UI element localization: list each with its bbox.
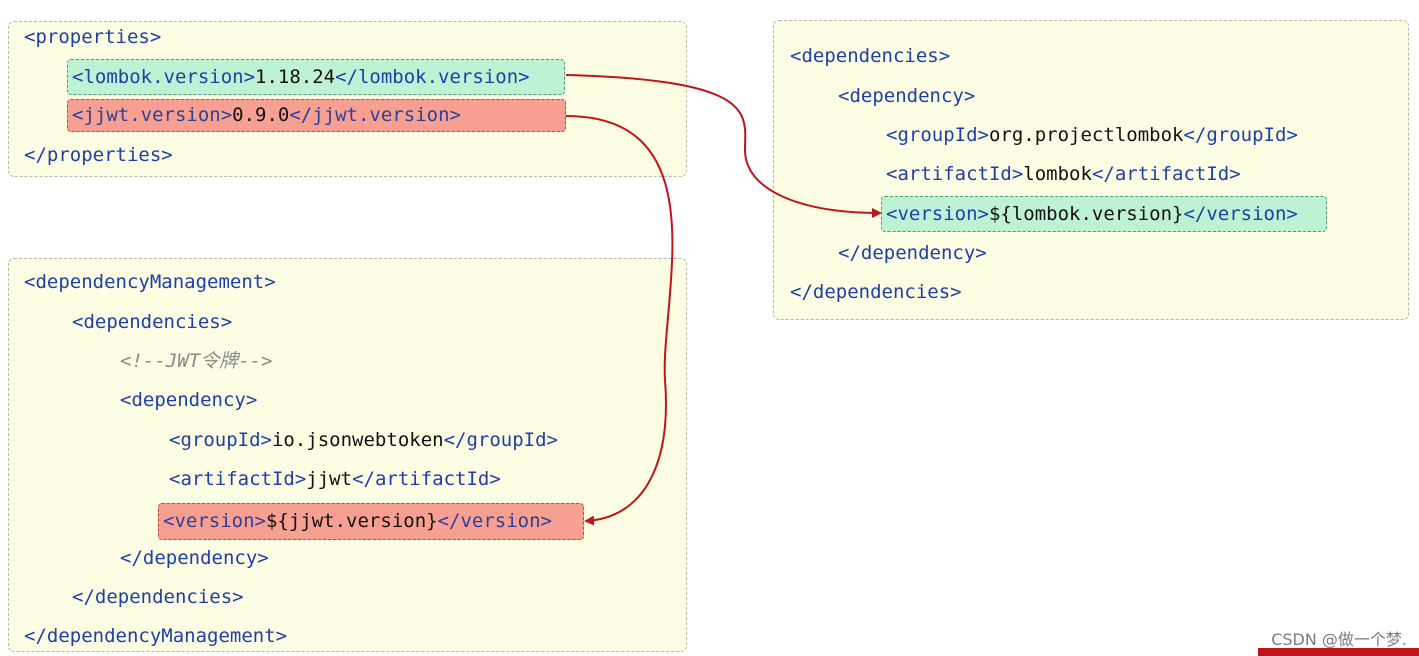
- dependencies-close-tag: </dependencies>: [790, 281, 962, 303]
- lombok-groupid-line: <groupId>org.projectlombok</groupId>: [886, 124, 1298, 146]
- jjwt-artifactid-line: <artifactId>jjwt</artifactId>: [169, 468, 501, 490]
- properties-open-tag: <properties>: [24, 26, 162, 48]
- dependency-management-close-tag: </dependencyManagement>: [24, 625, 288, 647]
- dependency-close-tag: </dependency>: [838, 242, 987, 264]
- mgmt-dependency-open-tag: <dependency>: [120, 389, 258, 411]
- csdn-watermark: CSDN @做一个梦.: [1271, 630, 1407, 649]
- jwt-comment: <!--JWT令牌-->: [120, 350, 273, 372]
- corner-red-bar: [1258, 648, 1419, 656]
- mgmt-dependencies-open-tag: <dependencies>: [72, 311, 233, 333]
- dependency-open-tag: <dependency>: [838, 85, 976, 107]
- mgmt-dependencies-close-tag: </dependencies>: [72, 586, 244, 608]
- dependency-management-open-tag: <dependencyManagement>: [24, 271, 276, 293]
- jjwt-groupid-line: <groupId>io.jsonwebtoken</groupId>: [169, 429, 558, 451]
- properties-close-tag: </properties>: [24, 144, 173, 166]
- lombok-version-property: <lombok.version>1.18.24</lombok.version>: [67, 59, 565, 95]
- mgmt-dependency-close-tag: </dependency>: [120, 547, 269, 569]
- jjwt-version-property: <jjwt.version>0.9.0</jjwt.version>: [67, 99, 566, 132]
- lombok-version-reference: <version>${lombok.version}</version>: [881, 196, 1327, 232]
- lombok-artifactid-line: <artifactId>lombok</artifactId>: [886, 163, 1241, 185]
- jjwt-version-reference: <version>${jjwt.version}</version>: [158, 503, 584, 540]
- dependencies-open-tag: <dependencies>: [790, 45, 951, 67]
